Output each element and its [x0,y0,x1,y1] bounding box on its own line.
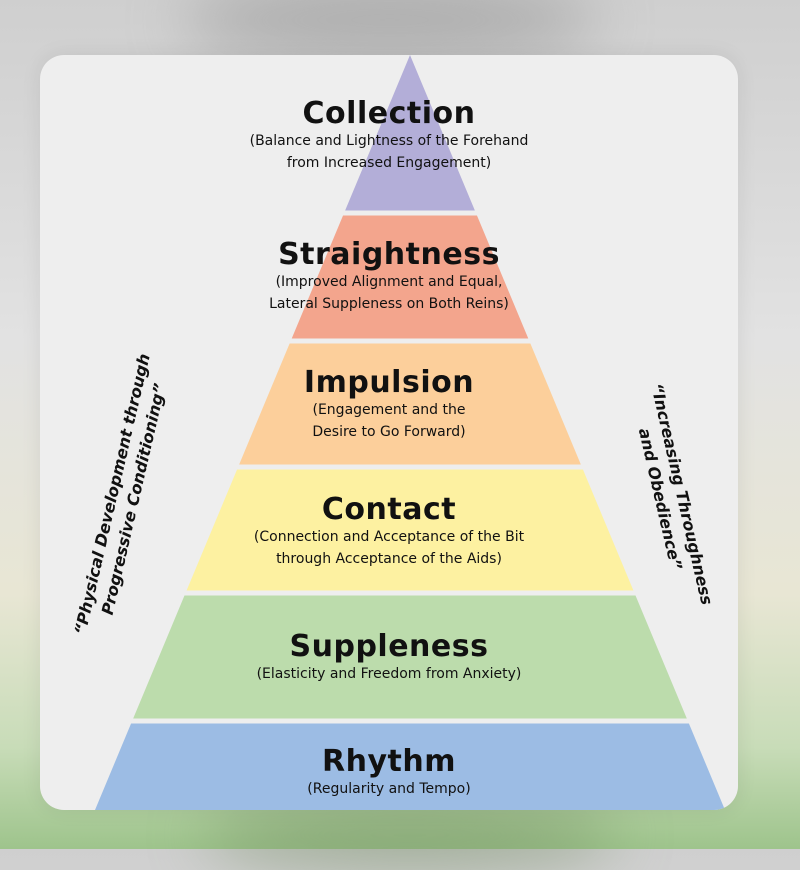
level-title: Rhythm [322,744,456,779]
level-label-suppleness: Suppleness (Elasticity and Freedom from … [40,630,738,685]
pyramid-band-straightness [291,215,529,339]
level-subtitle: (Connection and Acceptance of the Bit th… [253,529,525,568]
pyramid-band-impulsion [239,343,581,465]
level-label-impulsion: Impulsion (Engagement and the Desire to … [40,366,738,444]
level-label-rhythm: Rhythm (Regularity and Tempo) [40,745,738,800]
level-title: Contact [321,492,457,527]
level-subtitle: (Engagement and the Desire to Go Forward… [312,402,466,441]
pyramid-card: Collection (Balance and Lightness of the… [40,55,738,810]
level-label-contact: Contact (Connection and Acceptance of th… [40,493,738,571]
level-title: Impulsion [303,365,475,400]
pyramid-band-contact [186,469,634,591]
level-subtitle: (Balance and Lightness of the Forehand f… [249,133,529,172]
level-title: Collection [302,96,476,131]
level-subtitle: (Regularity and Tempo) [307,781,471,797]
pyramid-band-collection [345,55,475,211]
level-label-collection: Collection (Balance and Lightness of the… [40,97,738,175]
background-blur-bottom [200,800,620,870]
level-subtitle: (Elasticity and Freedom from Anxiety) [256,666,522,682]
level-title: Straightness [278,237,500,272]
level-subtitle: (Improved Alignment and Equal, Lateral S… [269,274,509,313]
pyramid-band-rhythm [95,723,725,810]
level-title: Suppleness [289,629,489,664]
level-label-straightness: Straightness (Improved Alignment and Equ… [40,238,738,316]
pyramid-band-suppleness [133,595,687,719]
pyramid-diagram [95,55,725,810]
background-blur-top [180,0,600,60]
